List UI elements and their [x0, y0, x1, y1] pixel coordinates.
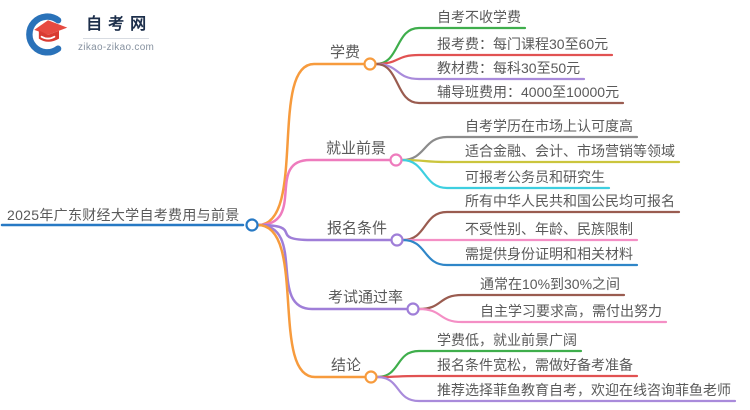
mindmap-child-node[interactable]: 需提供身份证明和相关材料 — [465, 246, 633, 262]
root-handle[interactable] — [245, 218, 259, 232]
mindmap-child-node[interactable]: 学费低，就业前景广阔 — [437, 332, 577, 348]
mindmap-branch-node-tuition[interactable]: 学费 — [330, 44, 361, 61]
mindmap-child-node[interactable]: 通常在10%到30%之间 — [480, 276, 621, 292]
branch-handle[interactable] — [406, 302, 420, 316]
branch-connector — [256, 223, 366, 379]
branch-connector — [256, 62, 365, 227]
zikao-logo-icon — [26, 13, 68, 56]
branch-connector — [256, 223, 408, 311]
branch-handle[interactable] — [389, 153, 403, 167]
mindmap-branch-node-employment[interactable]: 就业前景 — [326, 140, 387, 157]
mindmap-child-node[interactable]: 自考不收学费 — [437, 9, 521, 25]
logo-title: 自考网 — [86, 16, 153, 33]
mindmap-branch-node-pass-rate[interactable]: 考试通过率 — [328, 289, 404, 306]
child-connector — [374, 62, 625, 105]
child-connector — [401, 238, 639, 267]
mindmap-child-node[interactable]: 教材费：每科30至50元 — [437, 60, 581, 76]
branch-connector — [256, 223, 392, 242]
child-connector — [400, 158, 611, 190]
mindmap-child-node[interactable]: 适合金融、会计、市场营销等领域 — [465, 143, 675, 159]
mindmap-branch-node-conclusion[interactable]: 结论 — [331, 357, 362, 374]
branch-handle[interactable] — [363, 57, 377, 71]
mindmap-child-node[interactable]: 推荐选择菲鱼教育自考，欢迎在线咨询菲鱼老师 — [437, 382, 731, 398]
child-connector — [400, 158, 681, 164]
mindmap-child-node[interactable]: 不受性别、年龄、民族限制 — [465, 221, 633, 237]
mindmap-child-node[interactable]: 报名条件宽松，需做好备考准备 — [437, 357, 633, 373]
logo-domain: zikao-zikao.com — [78, 42, 155, 53]
branch-connector — [256, 158, 391, 227]
mindmap-branch-node-requirements[interactable]: 报名条件 — [327, 220, 388, 237]
mindmap-child-node[interactable]: 可报考公务员和研究生 — [465, 169, 605, 185]
mindmap-child-node[interactable]: 自考学历在市场上认可度高 — [465, 118, 633, 134]
logo-text-block: 自考网 zikao-zikao.com — [78, 13, 154, 55]
mindmap-child-node[interactable]: 辅导班费用：4000至10000元 — [437, 84, 620, 100]
mindmap-child-node[interactable]: 自主学习要求高，需付出努力 — [480, 303, 662, 319]
logo-divider — [83, 38, 150, 39]
child-connector — [375, 374, 639, 379]
mindmap-child-node[interactable]: 报考费：每门课程30至60元 — [437, 36, 609, 52]
mindmap-root-node[interactable]: 2025年广东财经大学自考费用与前景 — [7, 207, 240, 223]
site-logo[interactable]: 自考网 zikao-zikao.com — [26, 12, 154, 56]
branch-handle[interactable] — [364, 370, 378, 384]
mindmap-child-node[interactable]: 所有中华人民共和国公民均可报名 — [465, 193, 675, 209]
child-connector — [375, 375, 737, 403]
branch-handle[interactable] — [390, 233, 404, 247]
child-connector — [417, 307, 668, 324]
